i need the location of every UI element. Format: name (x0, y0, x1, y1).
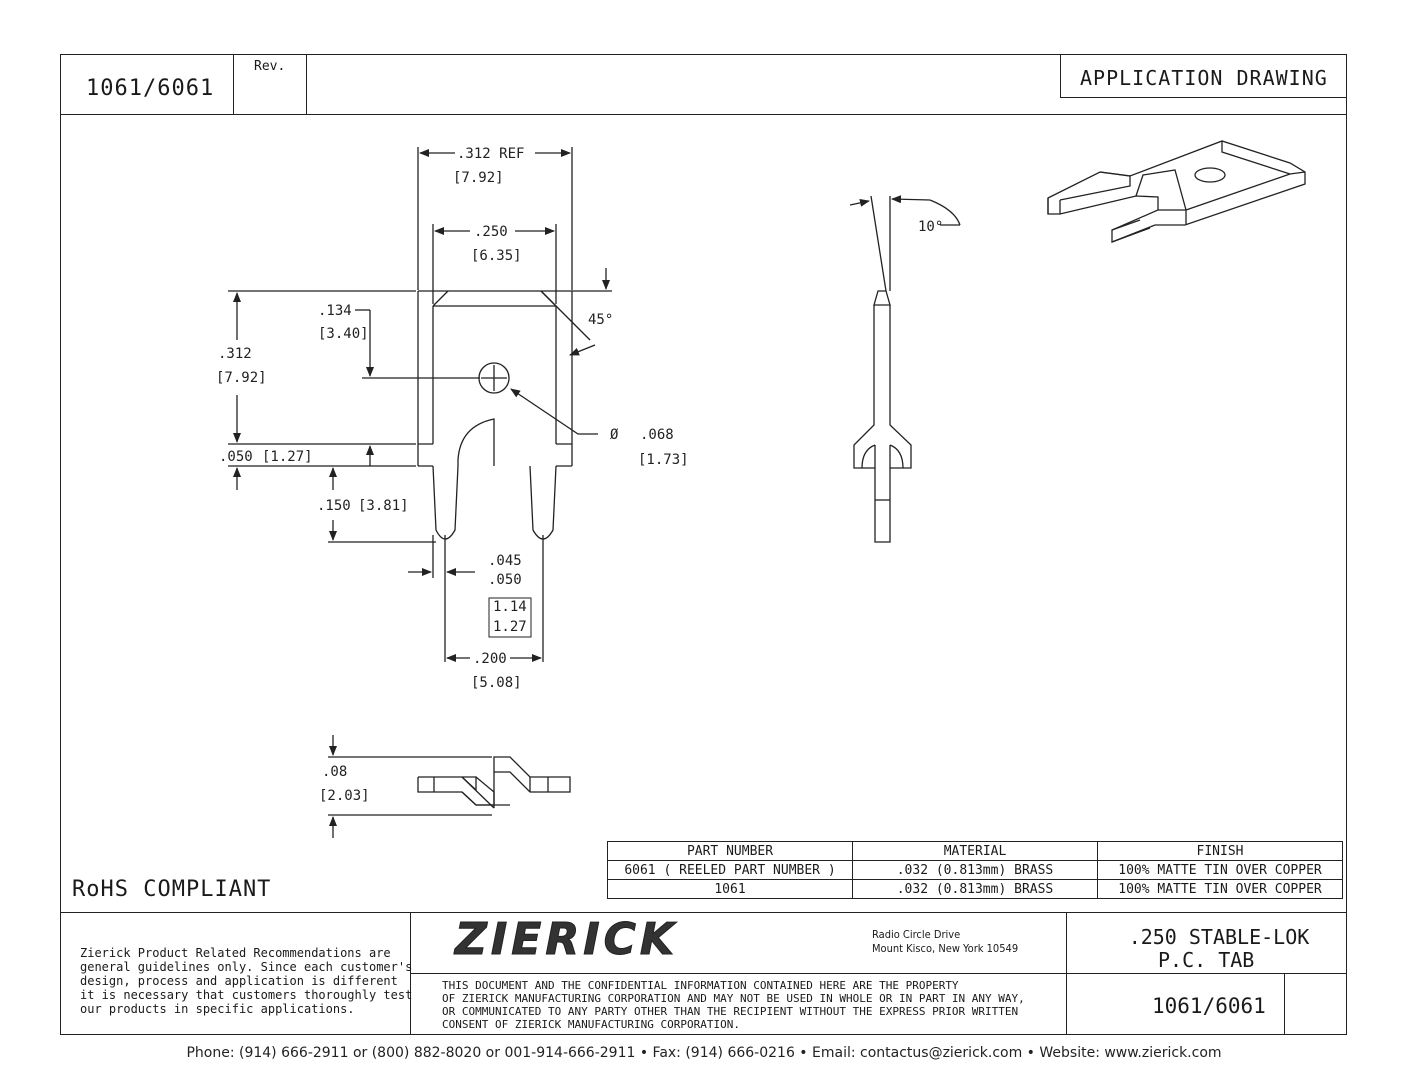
cell-part-number: 1061 (607, 879, 853, 899)
profile-view-outline (417, 756, 571, 809)
drawing-sheet (60, 54, 1347, 1035)
notice-line-3: design, process and application is diffe… (80, 974, 398, 988)
dim-chamfer: 45° (588, 312, 613, 328)
dim-leg-w1-mm: 1.14 (493, 599, 527, 615)
cell-finish: 100% MATTE TIN OVER COPPER (1097, 860, 1343, 880)
dim-leg-w2-mm: 1.27 (493, 619, 527, 635)
legal-line-2: OF ZIERICK MANUFACTURING CORPORATION AND… (442, 992, 1025, 1005)
dim-hole-offset: .134 (318, 303, 352, 319)
parts-table-row: 6061 ( REELED PART NUMBER ) .032 (0.813m… (607, 860, 1343, 880)
legal-line-4: CONSENT OF ZIERICK MANUFACTURING CORPORA… (442, 1018, 741, 1031)
dim-hole-dia: .068 (640, 427, 674, 443)
cell-finish: 100% MATTE TIN OVER COPPER (1097, 879, 1343, 899)
address-line-2: Mount Kisco, New York 10549 (872, 942, 1019, 955)
dim-pitch: .200 (473, 651, 507, 667)
header-part-number-col: PART NUMBER (607, 841, 853, 861)
dim-hole-offset-mm: [3.40] (318, 326, 369, 342)
dim-hole-dia-symbol: Ø (610, 427, 619, 443)
header-material-col: MATERIAL (852, 841, 1098, 861)
dim-leg-w1: .045 (488, 553, 522, 569)
dim-offset: .08 (322, 764, 347, 780)
parts-table-row: 1061 .032 (0.813mm) BRASS 100% MATTE TIN… (607, 879, 1343, 899)
header-finish-col: FINISH (1097, 841, 1343, 861)
drawing-type-cell (1060, 54, 1347, 98)
notice-line-5: our products in specific applications. (80, 1002, 355, 1016)
notice-line-2: general guidelines only. Since each cust… (80, 960, 413, 974)
title-divider (60, 114, 1347, 115)
contact-footer: Phone: (914) 666-2911 or (800) 882-8020 … (186, 1045, 1222, 1061)
notice-line-4: it is necessary that customers thoroughl… (80, 988, 413, 1002)
dim-tab-width: .250 (474, 224, 508, 240)
dim-tab-width-mm: [6.35] (471, 248, 522, 264)
product-name-line-2: P.C. TAB (1158, 948, 1255, 972)
dim-height: .312 (218, 346, 252, 362)
dim-ref-width: .312 REF (457, 146, 524, 162)
header-part-number: 1061/6061 (86, 76, 215, 101)
zierick-logo: ZIERICK (455, 914, 678, 966)
parts-table: PART NUMBER MATERIAL FINISH 6061 ( REELE… (607, 841, 1343, 899)
dim-hole-dia-mm: [1.73] (638, 452, 689, 468)
dim-offset-mm: [2.03] (319, 788, 370, 804)
parts-table-header: PART NUMBER MATERIAL FINISH (607, 841, 1343, 861)
cell-material: .032 (0.813mm) BRASS (852, 860, 1098, 880)
dim-angle: 10° (918, 219, 943, 235)
legal-line-3: OR COMMUNICATED TO ANY PARTY OTHER THAN … (442, 1005, 1019, 1018)
dim-pitch-mm: [5.08] (471, 675, 522, 691)
drawing-type-title: APPLICATION DRAWING (1080, 66, 1328, 90)
product-name-line-1: .250 STABLE-LOK (1128, 925, 1310, 949)
dim-leg: .150 (317, 498, 351, 514)
legal-line-1: THIS DOCUMENT AND THE CONFIDENTIAL INFOR… (442, 979, 959, 992)
notice-line-1: Zierick Product Related Recommendations … (80, 946, 391, 960)
product-part-number: 1061/6061 (1152, 994, 1266, 1018)
dim-step: .050 (219, 449, 253, 465)
cell-part-number: 6061 ( REELED PART NUMBER ) (607, 860, 853, 880)
isometric-view-outline (1047, 140, 1306, 243)
dim-step-mm: [1.27] (262, 449, 313, 465)
side-view-outline (853, 290, 912, 543)
title-block-top-rule (60, 912, 1347, 913)
title-block-mid-rule (410, 973, 1347, 974)
revision-label: Rev. (254, 59, 286, 74)
address-line-1: Radio Circle Drive (872, 928, 961, 941)
rohs-compliant: RoHS COMPLIANT (72, 877, 272, 902)
dim-leg-mm: [3.81] (358, 498, 409, 514)
title-block-divider-3 (1284, 973, 1285, 1035)
dim-height-mm: [7.92] (216, 370, 267, 386)
dim-leg-w2: .050 (488, 572, 522, 588)
cell-material: .032 (0.813mm) BRASS (852, 879, 1098, 899)
dim-ref-width-mm: [7.92] (453, 170, 504, 186)
